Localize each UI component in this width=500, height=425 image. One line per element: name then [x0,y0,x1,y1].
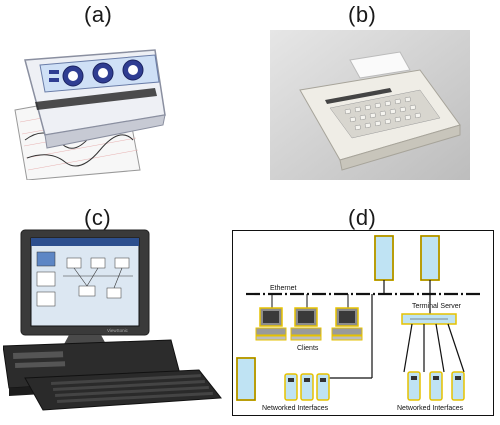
networked-interface-left-2 [300,373,314,401]
networked-interface-right-2 [429,371,443,401]
networked-interfaces-left-label: Networked Interfaces [262,405,329,412]
server-2 [420,235,440,281]
terminal-server [401,313,457,325]
networked-interfaces-right-label: Networked Interfaces [397,405,464,412]
server-1 [374,235,394,281]
terminal-server-label: Terminal Server [412,303,462,310]
networked-interface-left-1 [284,373,298,401]
label-c: (c) [84,205,112,230]
network-diagram: Ethernet Clients [232,230,494,416]
client-computer-1 [255,307,287,341]
networked-interface-left-3 [316,373,330,401]
label-b: (b) [348,2,377,27]
desktop-computer-image: ViewSonic [2,228,228,413]
networked-interface-right-3 [451,371,465,401]
client-computer-2 [290,307,322,341]
clients-label: Clients [297,345,319,352]
networked-interface-right-1 [407,371,421,401]
ethernet-label: Ethernet [270,285,297,292]
label-d: (d) [348,205,377,230]
client-computer-3 [331,307,363,341]
chart-recorder-image [5,30,175,181]
monitor-brand: ViewSonic [107,328,129,333]
standalone-server [236,357,256,401]
printer-image [270,30,470,180]
label-a: (a) [84,2,113,27]
